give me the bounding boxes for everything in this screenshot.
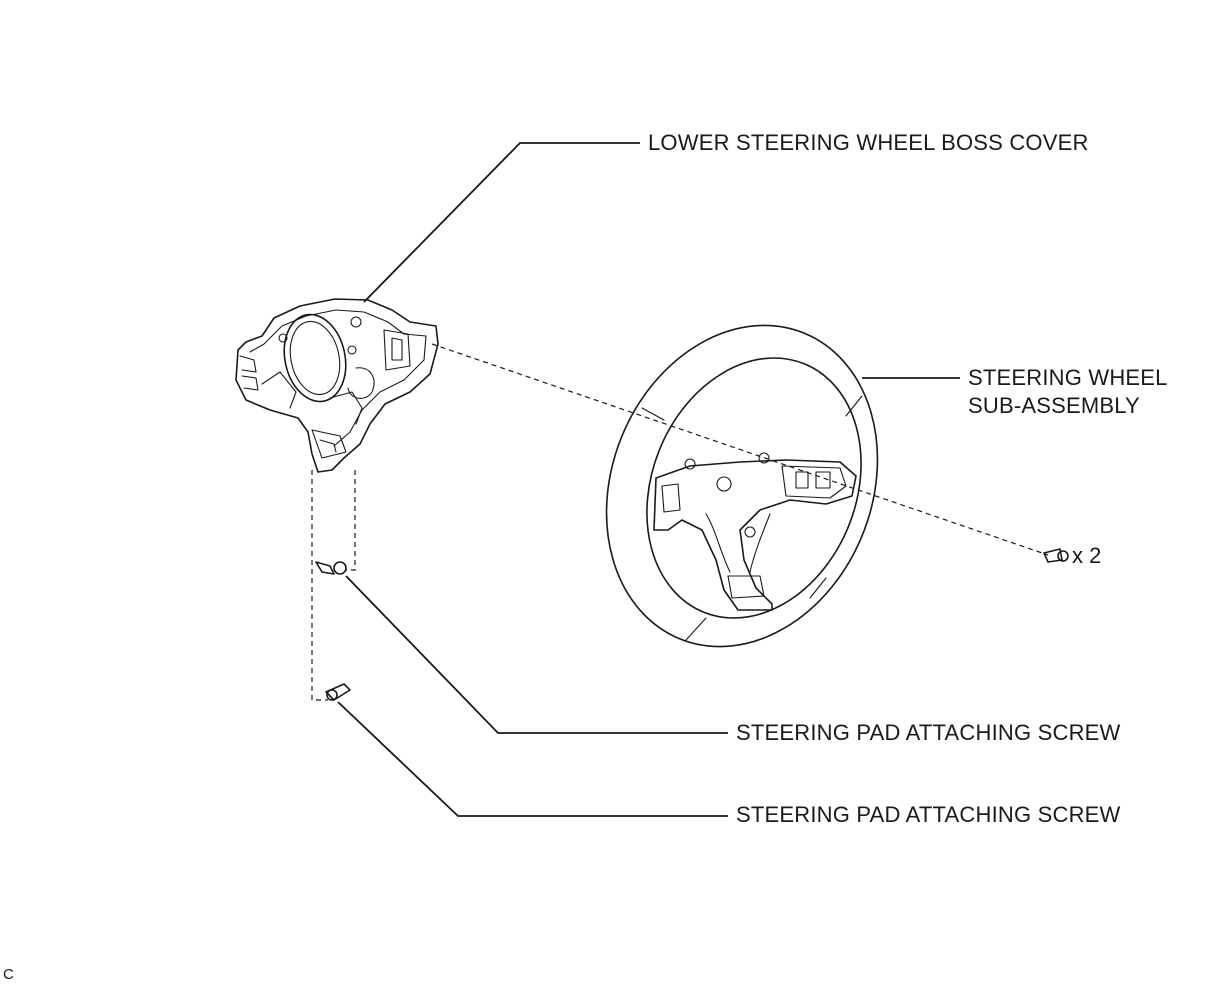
bolt-icon [325,683,351,701]
steering-wheel-label-line2: SUB-ASSEMBLY [968,393,1140,418]
boss-cover-icon [235,298,439,473]
steering-wheel-icon [605,324,879,648]
assembly-lines [311,343,1049,701]
screw-icon [315,561,347,575]
bolt-quantity: x 2 [1072,543,1102,568]
screw-upper-label: STEERING PAD ATTACHING SCREW [736,720,1121,745]
wheel-bolt-icon [1043,548,1069,563]
screw-lower-label: STEERING PAD ATTACHING SCREW [736,802,1121,827]
steering-wheel-label-line1: STEERING WHEEL [968,365,1168,390]
leader-lines [337,142,960,817]
corner-mark: C [3,966,14,983]
boss-cover-label: LOWER STEERING WHEEL BOSS COVER [648,130,1089,155]
